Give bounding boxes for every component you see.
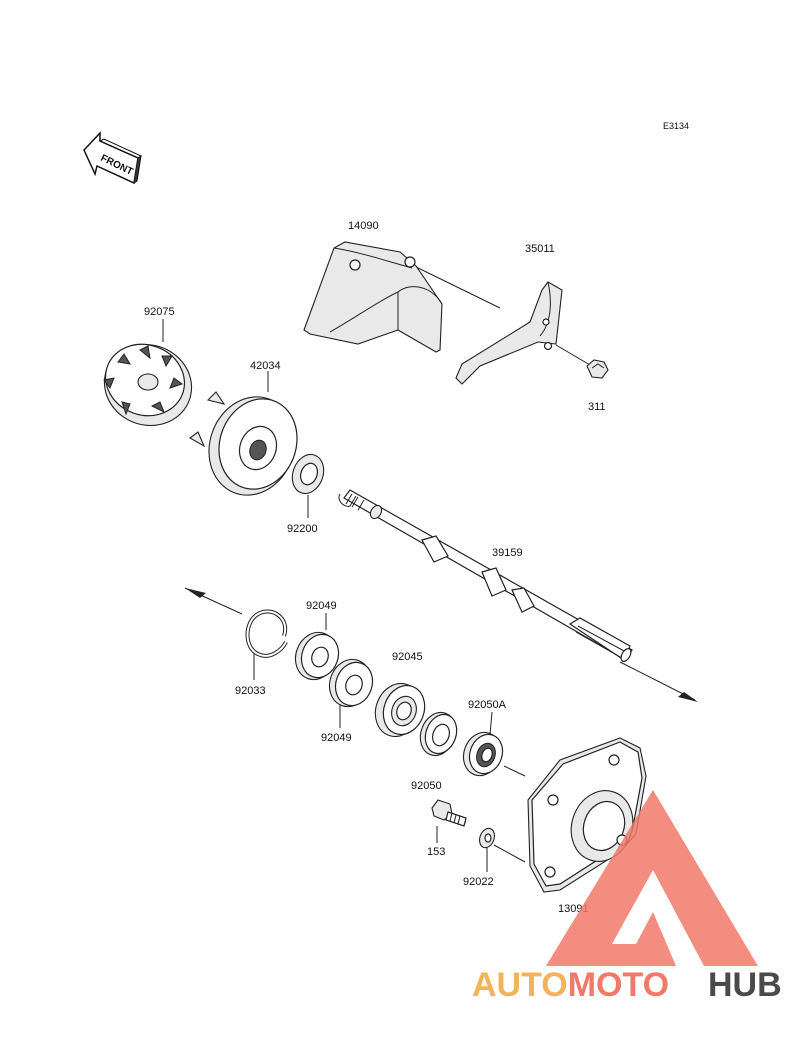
- label-92049-upper: 92049: [306, 600, 337, 612]
- label-92033: 92033: [235, 685, 266, 697]
- label-92050A: 92050A: [468, 699, 507, 711]
- label-42034: 42034: [250, 360, 281, 372]
- label-92049-lower: 92049: [321, 732, 352, 744]
- washer-92200: [291, 453, 325, 495]
- label-92050: 92050: [411, 780, 442, 792]
- watermark-logo: [546, 790, 758, 966]
- front-arrow-icon: FRONT: [83, 131, 143, 185]
- label-153: 153: [427, 846, 445, 858]
- cover-14090: [303, 241, 443, 353]
- circlip-92033: [245, 609, 288, 658]
- bearing-92045: [374, 682, 426, 738]
- label-92075: 92075: [144, 306, 175, 318]
- watermark-text-automoto: AUTOMOTO: [472, 966, 669, 1004]
- label-39159: 39159: [492, 547, 523, 559]
- label-14090: 14090: [348, 220, 379, 232]
- label-35011: 35011: [525, 243, 555, 255]
- bracket-35011: [455, 281, 563, 385]
- watermark-triangle-icon: [546, 790, 758, 966]
- collar-92049-b: [328, 658, 374, 708]
- collar-92049-a: [294, 631, 340, 681]
- label-92200: 92200: [287, 523, 318, 535]
- label-92022: 92022: [463, 876, 494, 888]
- bolt-153: [431, 799, 467, 827]
- damper-92075: [103, 343, 193, 427]
- nut-311: [586, 359, 609, 379]
- watermark-text-hub: HUB: [708, 966, 782, 1004]
- diagram-code: E3134: [663, 121, 689, 131]
- coupling-42034: [189, 391, 298, 496]
- washer-92022: [479, 827, 495, 849]
- shaft-39159: [338, 489, 633, 662]
- seal-92050A: [462, 731, 504, 777]
- part-labels: 14090 35011 311 92075 42034 92200 39159 …: [144, 220, 606, 915]
- label-311: 311: [588, 401, 606, 413]
- label-92045: 92045: [392, 651, 423, 663]
- seal-92050: [419, 711, 458, 757]
